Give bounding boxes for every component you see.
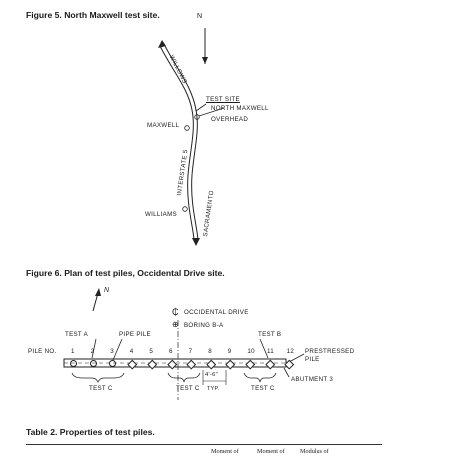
test-b-leader (259, 338, 269, 359)
pipe-pile-marker (89, 360, 97, 367)
test-c-brace-3 (243, 372, 277, 383)
pile-number: 1 (71, 348, 75, 355)
williams-marker (182, 206, 188, 212)
pile-number: 3 (110, 348, 114, 355)
prestressed-label-line2: PILE (305, 356, 320, 363)
overhead-leader (198, 107, 225, 117)
test-b-label: TEST B (258, 331, 282, 338)
overhead-label-line2: OVERHEAD (211, 116, 249, 123)
pipe-pile-label: PIPE PILE (119, 331, 151, 338)
test-site-leader (195, 103, 207, 112)
figure-6-caption: Figure 6. Plan of test piles, Occidental… (26, 268, 225, 278)
test-c-brace-2 (167, 372, 201, 383)
test-c-label-2: TEST C (176, 385, 200, 392)
test-a-label: TEST A (65, 331, 89, 338)
typ-label: TYP. (207, 386, 220, 392)
table-2-caption: Table 2. Properties of test piles. (26, 427, 155, 437)
pile-number: 8 (208, 348, 212, 355)
pile-no-label: PILE NO. (28, 348, 57, 355)
maxwell-marker (184, 125, 190, 131)
prestressed-label-line1: PRESTRESSED (305, 348, 355, 355)
pile-number: 2 (90, 348, 95, 355)
table-header-moment-1: Moment of (211, 448, 239, 455)
north-arrow-head-fig6 (95, 288, 101, 296)
test-c-brace-1 (71, 372, 125, 383)
highway-top-arrow (158, 40, 166, 48)
maxwell-label: MAXWELL (147, 122, 180, 129)
overhead-label-line1: NORTH MAXWELL (211, 105, 269, 112)
north-arrow-head (202, 57, 208, 64)
abutment-leader (283, 367, 290, 378)
table-header-modulus: Modulus of (300, 448, 329, 455)
spacing-label: 4'-6" (205, 372, 219, 378)
highway-bottom-arrow (192, 238, 200, 246)
north-label-fig5: N (197, 13, 203, 20)
pile-number: 7 (188, 348, 193, 355)
pile-number: 10 (247, 348, 255, 355)
williams-label: WILLIAMS (145, 211, 177, 218)
highway-edge-right (163, 43, 199, 241)
north-label-fig6: N (104, 287, 110, 294)
pile-number: 5 (149, 348, 154, 355)
pile-number: 6 (169, 348, 173, 355)
prestressed-leader (288, 353, 305, 363)
test-c-label-1: TEST C (89, 385, 113, 392)
test-c-label-3: TEST C (251, 385, 275, 392)
test-site-marker (194, 114, 200, 120)
highway-edge-left (159, 45, 195, 241)
figure-5-caption: Figure 5. North Maxwell test site. (26, 10, 160, 20)
pile-number: 12 (286, 348, 295, 355)
pipe-pile-marker (109, 360, 117, 367)
pipe-pile-leader (112, 338, 123, 361)
test-a-leader (91, 338, 97, 359)
pile-number: 11 (267, 348, 275, 355)
centerline-symbol: ₵ (172, 307, 179, 317)
boring-label: BORING B-A (184, 322, 224, 329)
test-site-label: TEST SITE (206, 96, 240, 103)
pile-number: 9 (227, 348, 232, 355)
table-2-top-rule (26, 444, 382, 445)
pipe-pile-marker (70, 360, 77, 367)
table-header-moment-2: Moment of (257, 448, 285, 455)
occidental-drive-label: OCCIDENTAL DRIVE (184, 309, 249, 316)
boring-symbol: ⊕ (172, 320, 180, 329)
pile-number: 4 (129, 348, 134, 355)
abutment-label: ABUTMENT 3 (291, 376, 334, 383)
